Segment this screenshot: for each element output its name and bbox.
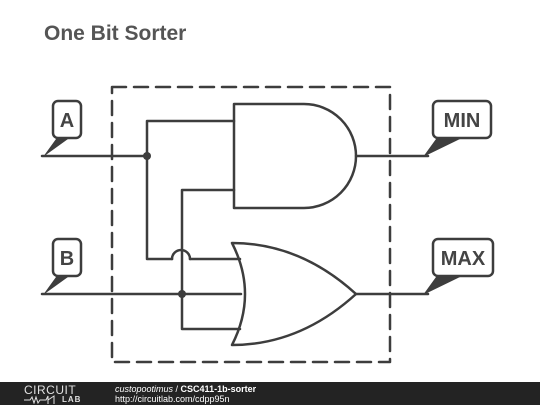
- wire-b-to-and: [180, 188, 236, 296]
- label-tag-max: MAX: [423, 237, 495, 295]
- label-b-text: B: [60, 248, 74, 270]
- subcircuit-boundary: [110, 85, 392, 364]
- wire-b-to-or-lower: [180, 292, 242, 331]
- wire-a-to-or: [145, 154, 174, 261]
- label-a-text: A: [60, 110, 74, 132]
- label-tag-a: A: [43, 99, 83, 157]
- footer-credit: custopootimus / CSC411-1b-sorter: [115, 384, 256, 394]
- page-title: One Bit Sorter: [44, 22, 187, 45]
- brand-resistor-icon: [24, 395, 55, 404]
- footer-url[interactable]: http://circuitlab.com/cdpp95n: [115, 394, 230, 404]
- label-min-text: MIN: [444, 110, 481, 132]
- brand-logo-top: CIRCUIT: [24, 383, 77, 397]
- footer-separator: /: [173, 384, 181, 394]
- junction-b: [178, 290, 186, 298]
- junction-a: [143, 152, 151, 160]
- and-gate: [232, 102, 358, 210]
- brand-logo-bottom: LAB: [62, 395, 82, 404]
- or-gate: [230, 241, 358, 347]
- footer-user[interactable]: custopootimus: [115, 384, 174, 394]
- label-tag-min: MIN: [423, 99, 493, 157]
- label-max-text: MAX: [441, 248, 486, 270]
- footer-project[interactable]: CSC411-1b-sorter: [180, 384, 257, 394]
- label-tag-b: B: [43, 237, 83, 295]
- wire-a-to-and: [145, 119, 236, 158]
- footer-bar: CIRCUIT LAB custopootimus / CSC411-1b-so…: [0, 382, 540, 405]
